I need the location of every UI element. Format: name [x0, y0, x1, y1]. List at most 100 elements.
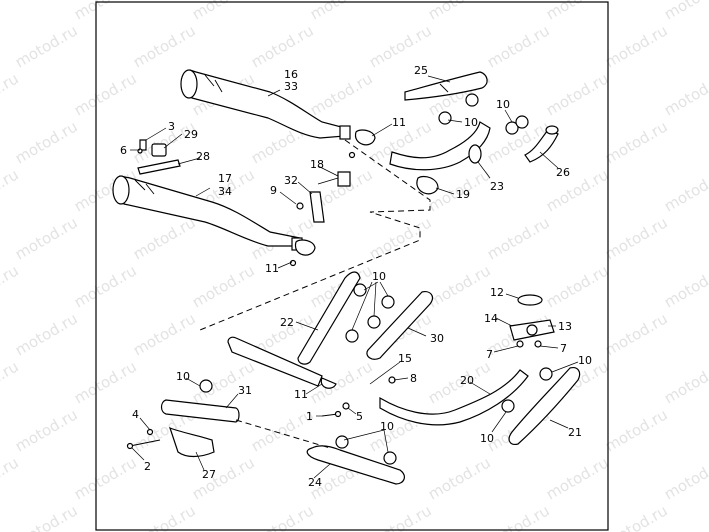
flange-14 [509, 319, 555, 341]
watermark-text: motod.ru [130, 309, 199, 359]
watermark-text: motod.ru [248, 21, 317, 71]
watermark-text: motod.ru [366, 213, 435, 263]
watermark-text: motod.ru [248, 501, 317, 532]
watermark-text: motod.ru [543, 261, 612, 311]
callout-1: 1 [306, 410, 313, 423]
callout-11-mid: 11 [265, 262, 279, 275]
callout-31: 31 [238, 384, 252, 397]
watermark-text: motod.ru [0, 0, 22, 23]
watermark-text: motod.ru [71, 261, 140, 311]
callout-23: 23 [490, 180, 504, 193]
head-pipe-23 [389, 121, 491, 171]
watermark-text: motod.ru [543, 0, 612, 23]
watermark-text: motod.ru [484, 21, 553, 71]
gasket-12 [517, 294, 543, 306]
callout-9: 9 [270, 184, 277, 197]
watermark-text: motod.ru [130, 21, 199, 71]
upper-muffler [180, 69, 351, 140]
callout-18: 18 [310, 158, 324, 171]
watermark-text: motod.ru [0, 261, 22, 311]
watermark-text: motod.ru [484, 501, 553, 532]
callout-20: 20 [460, 374, 474, 387]
callout-4: 4 [132, 408, 139, 421]
callout-21: 21 [568, 426, 582, 439]
heat-shield-30 [366, 291, 434, 360]
watermark-text: motod.ru [543, 453, 612, 503]
callout-22: 22 [280, 316, 294, 329]
watermark-text: motod.ru [189, 357, 258, 407]
watermark-text: motod.ru [189, 261, 258, 311]
watermark-text: motod.ru [12, 213, 81, 263]
callouts: 16 33 11 3 29 6 28 17 34 18 32 9 19 11 2… [120, 64, 592, 489]
callout-10-d: 10 [578, 354, 592, 367]
watermark-text: motod.ru [543, 69, 612, 119]
callout-13: 13 [558, 320, 572, 333]
callout-10-g: 10 [380, 420, 394, 433]
watermark-text: motod.ru [12, 501, 81, 532]
callout-10-a: 10 [464, 116, 478, 129]
watermark-text: motod.ru [661, 0, 709, 23]
clamp-10-bottom [335, 435, 397, 465]
callout-30: 30 [430, 332, 444, 345]
callout-29: 29 [184, 128, 198, 141]
watermark-text: motod.ru [12, 117, 81, 167]
clamp-11-lower [289, 239, 316, 267]
callout-6: 6 [120, 144, 127, 157]
watermark-text: motod.ru [661, 165, 709, 215]
watermark-text: motod.ru [12, 405, 81, 455]
watermark-text: motod.ru [661, 69, 709, 119]
leader-lines [130, 75, 579, 479]
callout-16: 16 [284, 68, 298, 81]
callout-17: 17 [218, 172, 232, 185]
watermark-text: motod.ru [307, 0, 376, 23]
bracket-32 [296, 191, 325, 223]
watermark-text: motod.ru [602, 501, 671, 532]
watermark-text: motod.ru [307, 69, 376, 119]
callout-7-right: 7 [560, 342, 567, 355]
bolt-2 [126, 439, 161, 450]
watermark-text: motod.ru [0, 165, 22, 215]
heat-shield-31 [160, 399, 240, 423]
watermark-text: motod.ru [71, 453, 140, 503]
callout-27: 27 [202, 468, 216, 481]
assembly-line-upper [199, 139, 431, 331]
callout-32: 32 [284, 174, 298, 187]
callout-7-left: 7 [486, 348, 493, 361]
callout-5: 5 [356, 410, 363, 423]
callout-33: 33 [284, 80, 298, 93]
callout-11-top: 11 [392, 116, 406, 129]
watermark-text: motod.ru [425, 0, 494, 23]
watermark-text: motod.ru [661, 357, 709, 407]
watermark-text: motod.ru [602, 21, 671, 71]
callout-11-low: 11 [294, 388, 308, 401]
watermark-text: motod.ru [130, 213, 199, 263]
watermark-text: motod.ru [189, 0, 258, 23]
clamp-10-right [501, 367, 553, 413]
watermark-text: motod.ru [602, 309, 671, 359]
watermark-text: motod.ru [12, 309, 81, 359]
watermark-text: motod.ru [484, 213, 553, 263]
assembly-line-lower [235, 419, 331, 449]
bracket-18 [317, 171, 351, 187]
clamp-11-upper [348, 129, 376, 159]
callout-19: 19 [456, 188, 470, 201]
callout-10-b: 10 [496, 98, 510, 111]
nut-7-pair [516, 340, 542, 348]
watermark-text: motod.ru [661, 261, 709, 311]
head-pipe-20 [379, 369, 529, 426]
small-fasteners-3-6 [137, 139, 147, 154]
watermark-text: motod.ru [0, 69, 22, 119]
heat-shield-28 [137, 159, 181, 175]
clamp-10-mid [345, 283, 395, 343]
callout-8: 8 [410, 372, 417, 385]
heat-shield-21 [508, 367, 581, 445]
heat-shield-24 [306, 445, 405, 485]
callout-24: 24 [308, 476, 322, 489]
watermark-text: motod.ru [71, 69, 140, 119]
watermark-text: motod.ru [425, 261, 494, 311]
callout-25: 25 [414, 64, 428, 77]
callout-10-c: 10 [372, 270, 386, 283]
bolt-1 [321, 410, 342, 418]
diagram-frame [95, 1, 609, 531]
